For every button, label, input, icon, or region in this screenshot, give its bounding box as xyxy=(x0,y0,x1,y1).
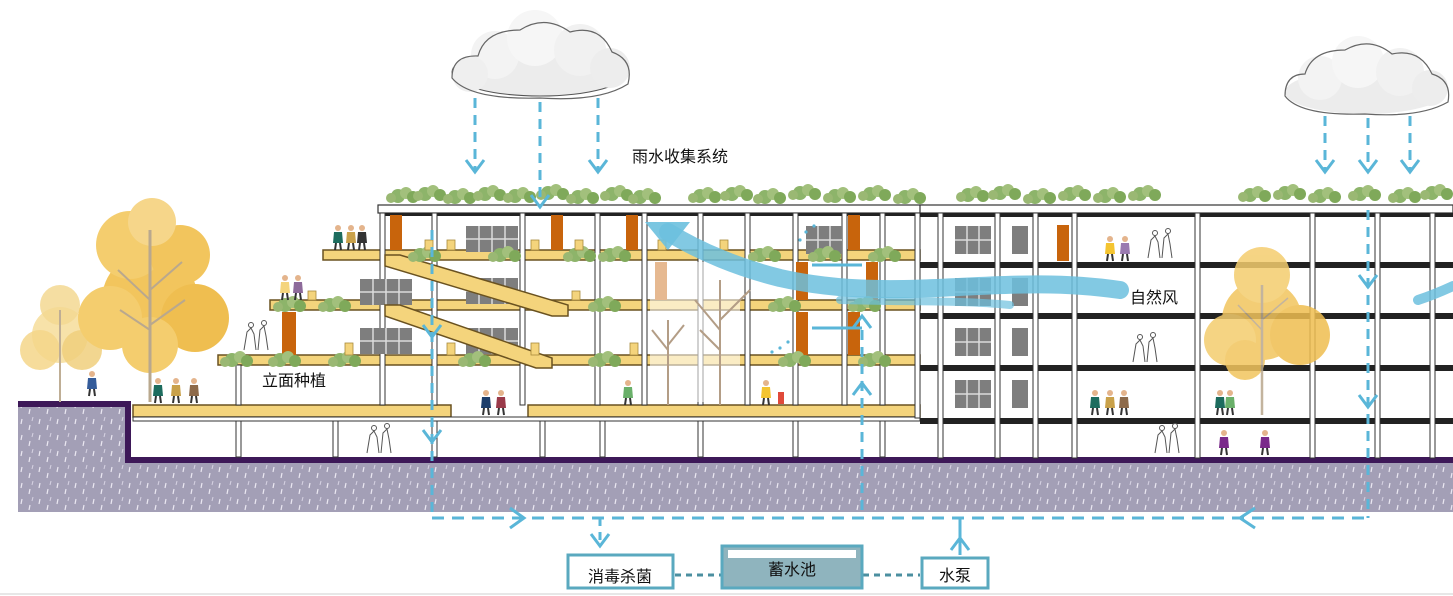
disinfection-tank: 消毒杀菌 xyxy=(566,553,675,590)
building-right xyxy=(919,204,1453,459)
tree-icon xyxy=(78,198,229,402)
ground-section xyxy=(18,401,1453,512)
rainwater-flow xyxy=(421,98,1421,577)
water-pump-label: 水泵 xyxy=(939,566,971,585)
natural-wind-label: 自然风 xyxy=(1130,288,1178,307)
disinfection-label: 消毒杀菌 xyxy=(588,567,652,586)
arrow-icon xyxy=(645,222,690,250)
cloud-icon xyxy=(451,10,630,100)
marker-icon xyxy=(778,392,784,404)
wind-arrows xyxy=(645,222,1453,354)
rainwater-collection-label: 雨水收集系统 xyxy=(632,147,728,166)
reservoir-label: 蓄水池 xyxy=(768,560,816,579)
reservoir-tank: 蓄水池 xyxy=(720,544,864,590)
planter-boxes xyxy=(307,239,729,356)
cloud-icon xyxy=(1284,36,1450,116)
building-left xyxy=(132,204,924,458)
tree-icon xyxy=(1204,247,1330,415)
facade-planting-label: 立面种植 xyxy=(262,371,326,390)
tree-icon xyxy=(20,285,102,402)
water-pump: 水泵 xyxy=(920,556,990,590)
